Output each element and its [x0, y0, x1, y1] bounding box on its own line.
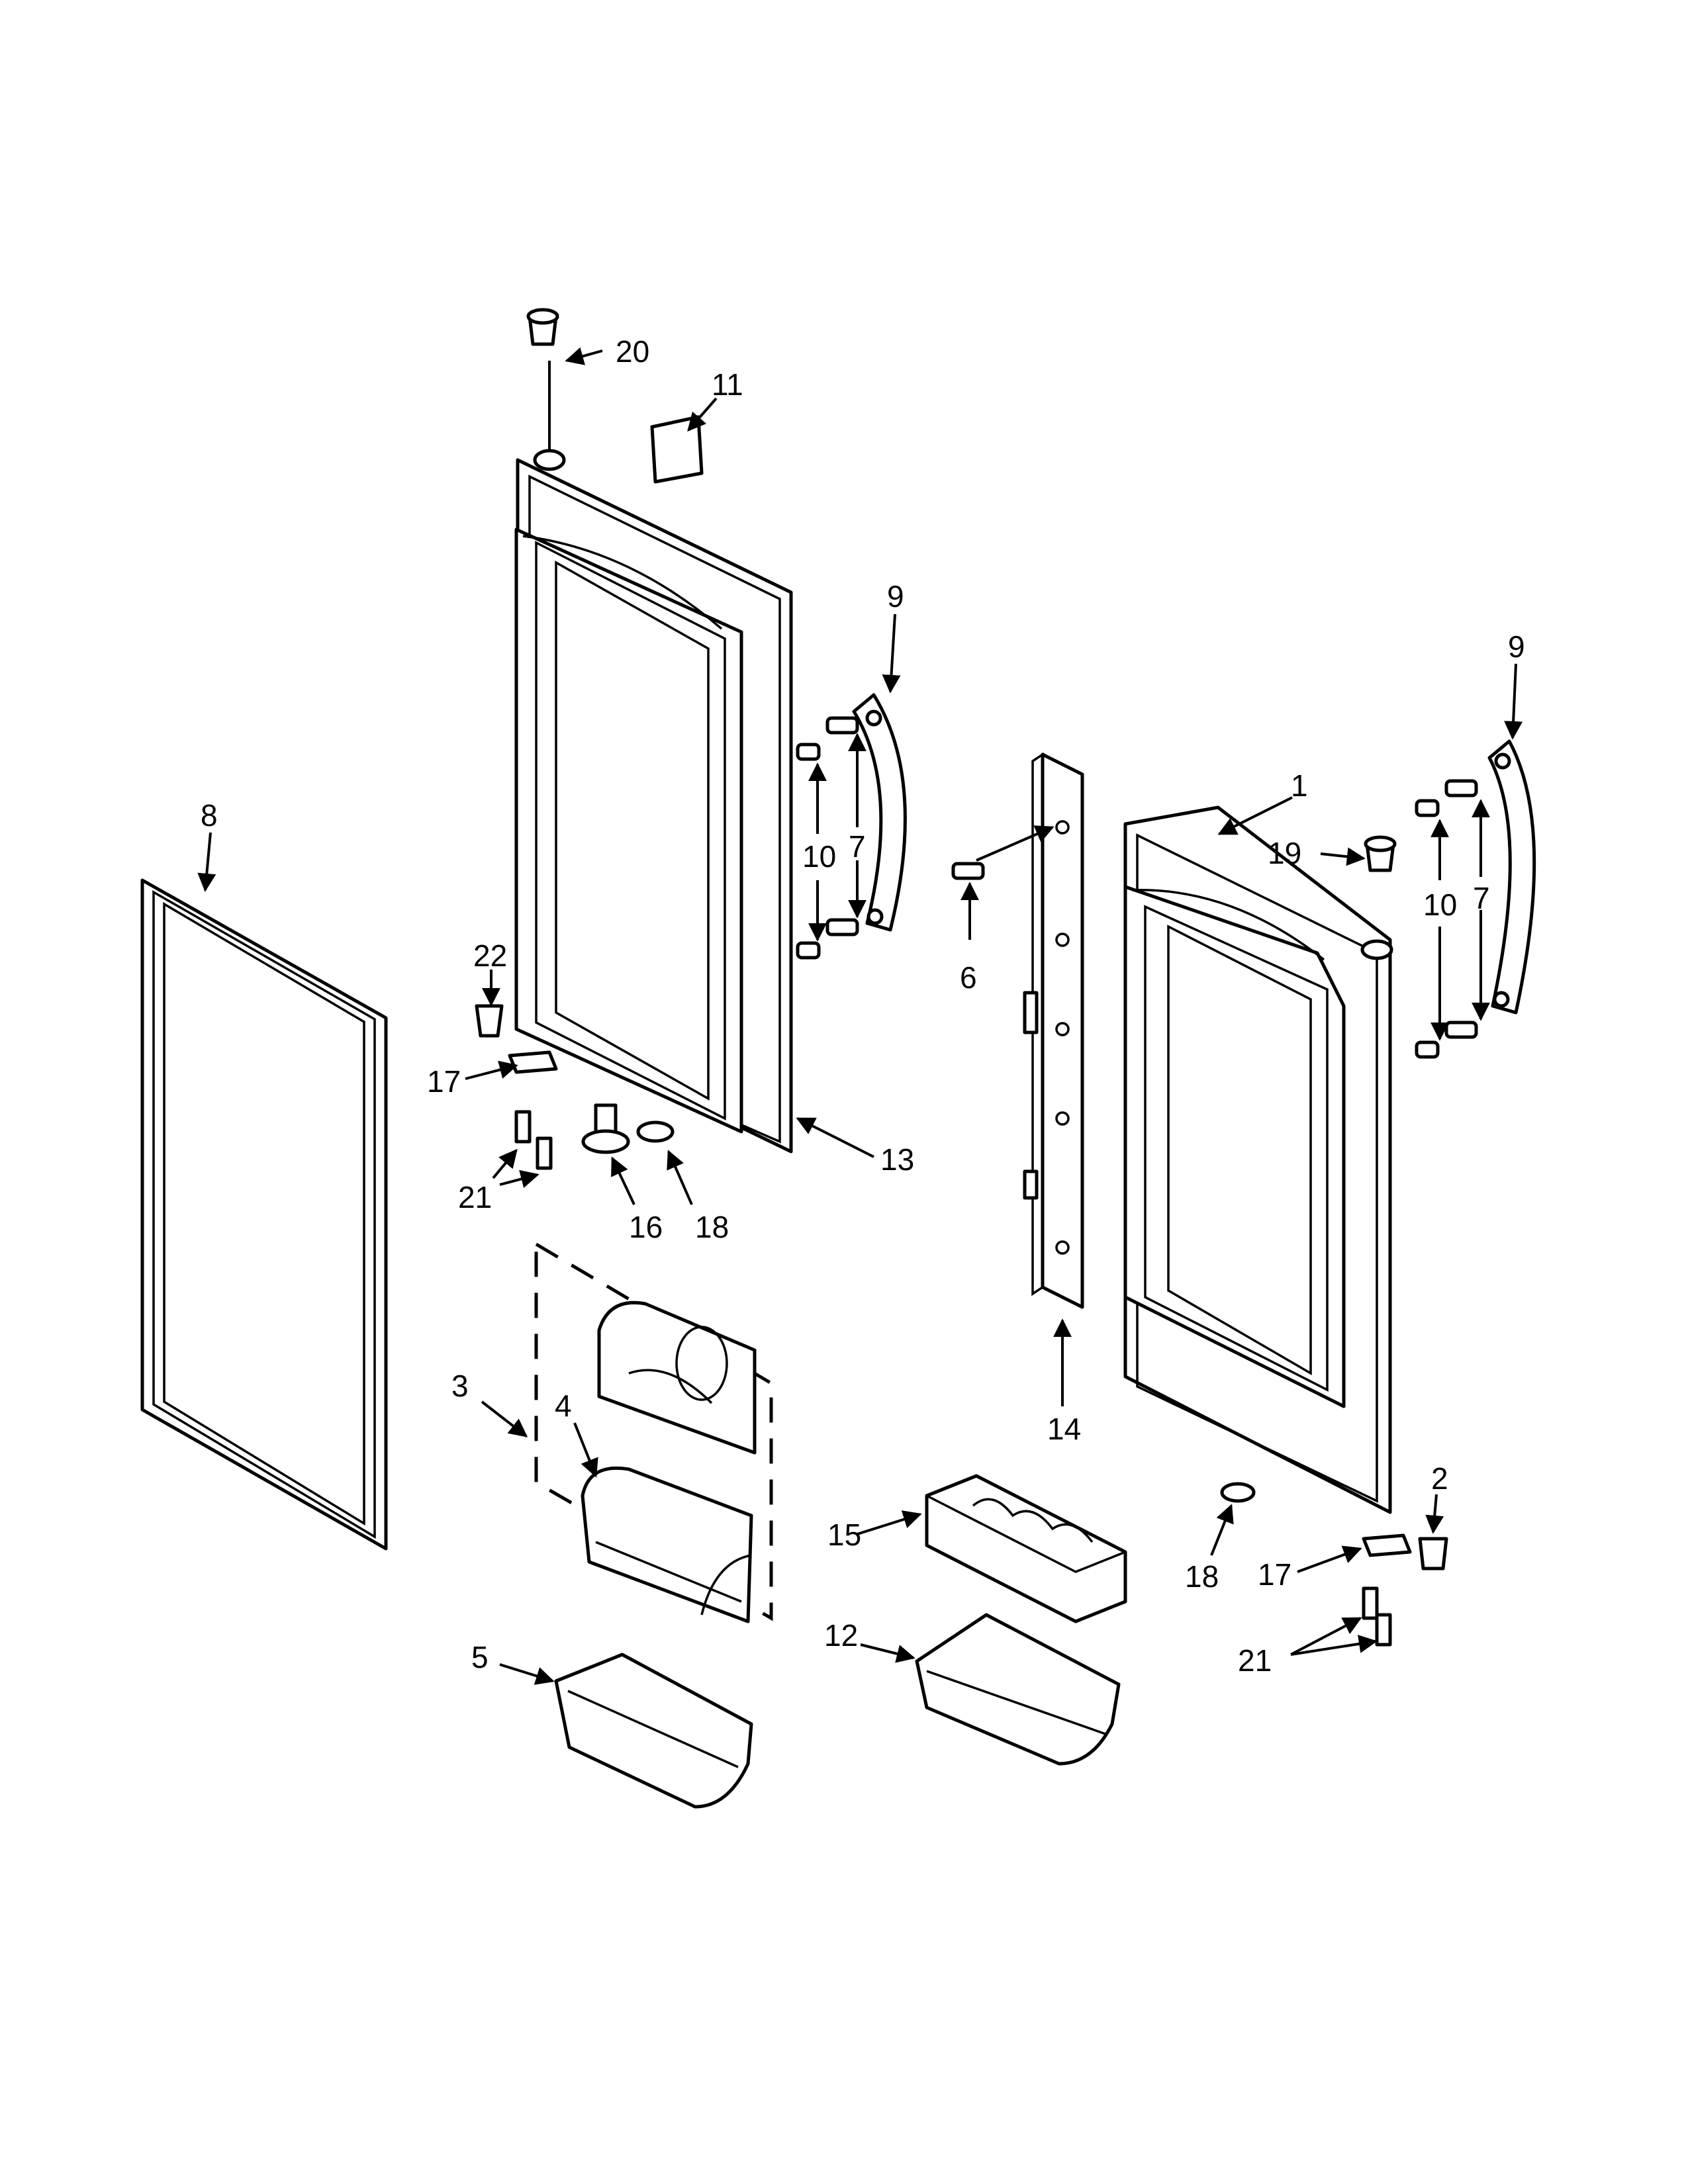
callout-17-right: 17 — [1258, 1557, 1291, 1592]
callout-8: 8 — [201, 798, 218, 833]
right-handle — [1487, 739, 1536, 1015]
callout-10-right: 10 — [1423, 887, 1457, 922]
callout-7-right: 7 — [1473, 881, 1490, 915]
callout-21-right: 21 — [1238, 1643, 1272, 1678]
callout-20: 20 — [616, 334, 649, 369]
label — [650, 415, 704, 484]
callout-6: 6 — [960, 960, 977, 995]
door-shim-right — [1220, 1482, 1256, 1503]
door-gasket — [140, 878, 388, 1551]
callout-18-right: 18 — [1185, 1559, 1219, 1594]
door-shim-left — [636, 1120, 675, 1143]
callout-15: 15 — [827, 1518, 861, 1552]
hinge-plug-top — [526, 308, 559, 346]
screw — [951, 862, 985, 880]
door-bin — [915, 1613, 1121, 1766]
hinge-plug-right — [1364, 835, 1397, 872]
callout-14: 14 — [1047, 1412, 1081, 1446]
left-handle-screws — [796, 716, 859, 960]
left-door — [514, 361, 793, 1154]
callout-12: 12 — [824, 1618, 858, 1653]
right-hinge-parts — [1362, 1533, 1448, 1647]
dairy-door — [597, 1300, 757, 1455]
right-door — [1123, 805, 1393, 1514]
callout-19: 19 — [1268, 836, 1301, 870]
callout-9-right: 9 — [1508, 629, 1525, 664]
callout-17-left: 17 — [427, 1064, 461, 1099]
callout-5: 5 — [471, 1640, 489, 1674]
left-hinge-parts — [475, 1004, 558, 1170]
egg-tray — [925, 1474, 1127, 1623]
leader-lines — [197, 347, 1523, 1685]
callout-3: 3 — [451, 1369, 469, 1403]
callout-7-left: 7 — [849, 829, 866, 864]
right-handle-screws — [1415, 779, 1478, 1059]
callout-13: 13 — [880, 1142, 914, 1177]
callout-1: 1 — [1291, 768, 1308, 803]
callout-11: 11 — [712, 367, 743, 402]
callout-2: 2 — [1431, 1461, 1448, 1496]
callout-9-left: 9 — [887, 579, 904, 614]
callout-4: 4 — [555, 1388, 572, 1423]
hinge-bar — [1023, 752, 1084, 1309]
callout-18-left: 18 — [695, 1210, 729, 1244]
dairy-bin — [581, 1466, 753, 1623]
callout-10-left: 10 — [802, 839, 836, 874]
callout-22: 22 — [473, 938, 507, 973]
callout-16: 16 — [629, 1210, 663, 1244]
callout-21-left: 21 — [458, 1180, 492, 1214]
door-bushing — [581, 1103, 630, 1154]
callout-labels: 20 11 9 9 1 19 8 10 7 10 7 6 22 17 13 21… — [201, 334, 1525, 1678]
door-bin-small — [554, 1653, 753, 1809]
left-handle — [852, 693, 907, 932]
